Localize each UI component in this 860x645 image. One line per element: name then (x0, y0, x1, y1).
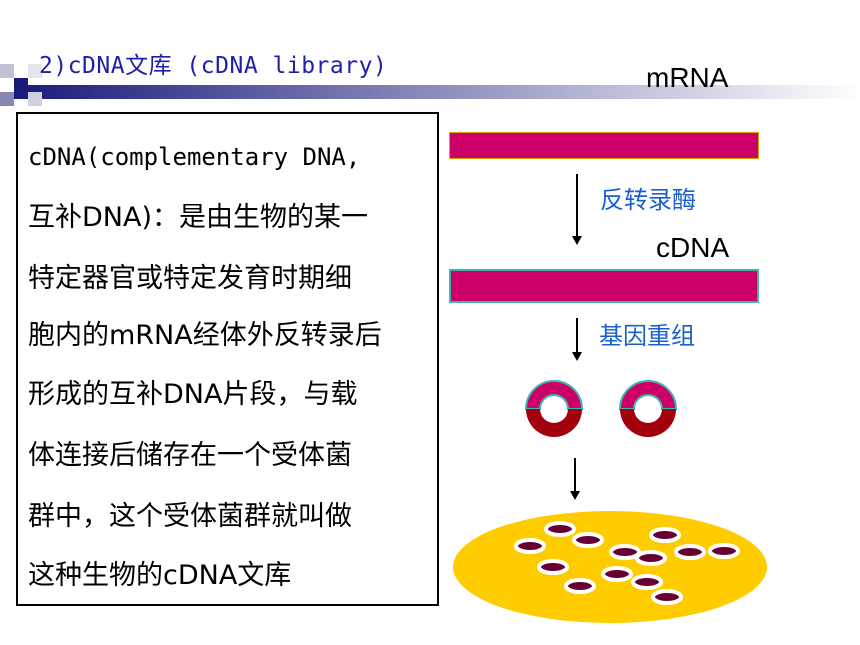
cdna-strand (449, 269, 759, 303)
corner-decoration (0, 64, 860, 106)
reverse-transcriptase-label: 反转录酶 (600, 186, 696, 214)
mrna-strand (449, 132, 759, 159)
definition-line: 特定器官或特定发育时期细 (28, 263, 352, 294)
definition-line: 胞内的mRNA经体外反转录后 (28, 320, 382, 351)
mrna-label: mRNA (646, 62, 729, 93)
definition-line: 形成的互补DNA片段，与载 (28, 379, 358, 410)
cdna-label: cDNA (656, 232, 730, 263)
definition-line: 群中，这个受体菌群就叫做 (28, 501, 352, 532)
definition-line: cDNA(complementary DNA, (28, 143, 361, 171)
arrow-down-icon (572, 174, 582, 245)
arrow-down-icon (570, 458, 580, 500)
definition-line: 这种生物的cDNA文库 (28, 560, 292, 591)
recombinant-plasmid-icon (618, 380, 678, 437)
definition-line: 体连接后储存在一个受体菌 (28, 440, 352, 471)
definition-line: 互补DNA)：是由生物的某一 (28, 202, 368, 233)
arrow-down-icon (572, 318, 582, 361)
definition-box: cDNA(complementary DNA, 互补DNA)：是由生物的某一 特… (16, 112, 439, 606)
slide-title: 2)cDNA文库 (cDNA library) (39, 53, 388, 79)
recombinant-plasmid-icon (524, 380, 584, 437)
bacterial-colonies (514, 521, 740, 605)
gene-recombination-label: 基因重组 (599, 322, 695, 350)
